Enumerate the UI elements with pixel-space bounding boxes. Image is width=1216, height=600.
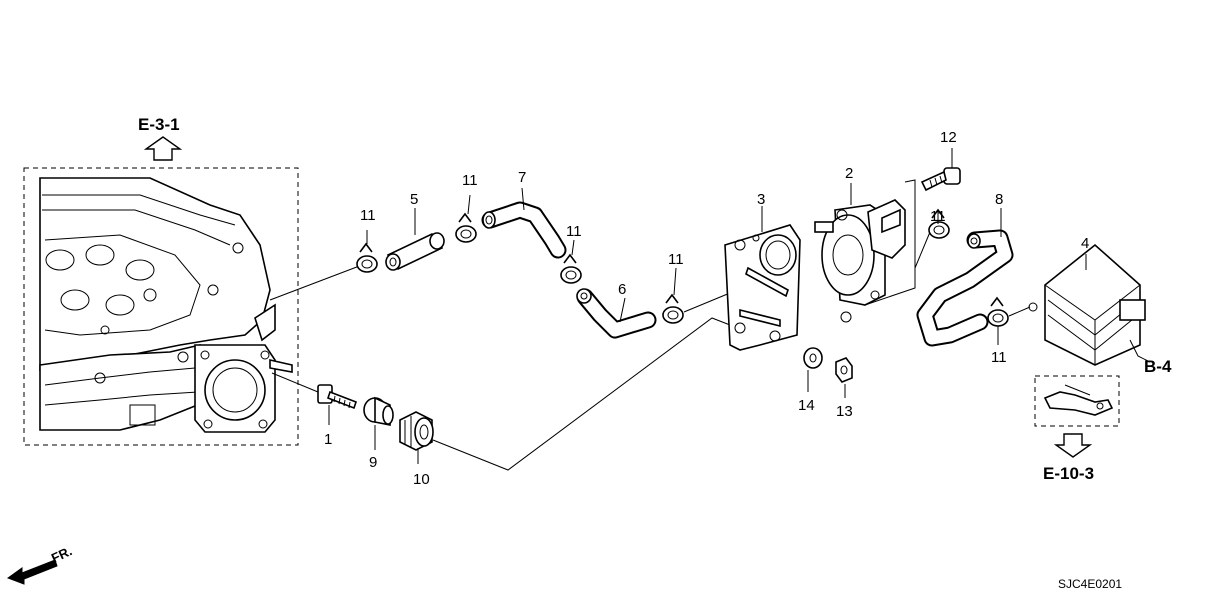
part-12-bolt — [920, 148, 961, 192]
part-label-11c: 11 — [566, 223, 582, 240]
down-arrow-icon — [1053, 433, 1093, 458]
part-5-tube — [385, 208, 445, 271]
part-label-6: 6 — [618, 281, 626, 298]
part-11-clip-c — [560, 239, 582, 284]
part-2-valve — [814, 179, 931, 323]
part-label-2: 2 — [845, 165, 853, 182]
part-label-7: 7 — [518, 169, 526, 186]
part-label-3: 3 — [757, 191, 765, 208]
part-1-bolt — [271, 372, 358, 425]
manifold-group-box — [23, 167, 299, 446]
part-label-11f: 11 — [991, 349, 1007, 366]
part-label-12: 12 — [940, 129, 957, 146]
part-label-13: 13 — [836, 403, 853, 420]
bracket-detail — [1043, 384, 1114, 416]
part-11-clip-d — [662, 267, 743, 324]
part-4-chamber — [1028, 243, 1151, 366]
front-marker: FR. — [49, 543, 74, 565]
throttle-body — [194, 303, 293, 433]
ref-label-top-left: E-3-1 — [138, 115, 180, 134]
part-11-clip-f — [987, 296, 1031, 345]
part-11-clip-b — [455, 194, 477, 243]
part-label-11a: 11 — [360, 207, 376, 224]
part-10-grommet — [399, 411, 434, 464]
part-6-hose — [576, 288, 657, 339]
part-11-clip-e — [928, 208, 950, 239]
part-3-bracket — [724, 206, 801, 351]
part-9-fitting — [363, 396, 394, 450]
part-14-washer — [803, 347, 823, 392]
part-label-11e: 11 — [930, 208, 946, 225]
part-label-9: 9 — [369, 454, 377, 471]
up-arrow-icon — [143, 136, 183, 161]
part-7-hose — [481, 187, 567, 259]
part-label-11b: 11 — [462, 172, 478, 189]
part-label-4: 4 — [1081, 235, 1089, 252]
part-label-5: 5 — [410, 191, 418, 208]
part-label-11d: 11 — [668, 251, 684, 268]
part-11-clip-a — [356, 230, 378, 273]
ref-label-bottom-right: E-10-3 — [1043, 464, 1094, 483]
bracket-detail-box — [1034, 375, 1120, 427]
part-label-14: 14 — [798, 397, 815, 414]
diagram-code: SJC4E0201 — [1058, 577, 1122, 591]
intake-manifold — [39, 177, 271, 431]
part-label-1: 1 — [324, 431, 332, 448]
part-label-10: 10 — [413, 471, 430, 488]
front-arrow-icon — [6, 559, 58, 585]
part-13-nut — [835, 357, 853, 398]
part-label-8: 8 — [995, 191, 1003, 208]
ref-label-side-right: B-4 — [1144, 357, 1172, 376]
part-8-hose — [916, 208, 1014, 347]
